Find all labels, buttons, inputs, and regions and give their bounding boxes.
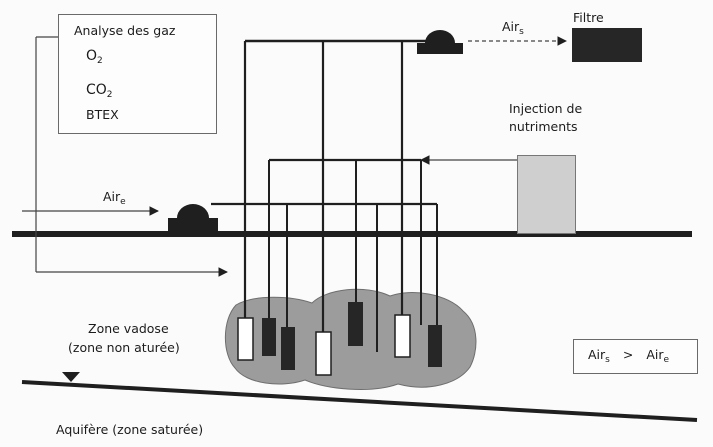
air-in-main: Air (103, 189, 121, 204)
ground-surface (12, 231, 692, 237)
air-out-main: Air (502, 19, 520, 34)
screen-extraction-1 (237, 317, 254, 361)
extraction-pump-icon (417, 30, 463, 54)
nutrient-label-line2: nutriments (509, 119, 578, 134)
nutrient-tank (517, 155, 576, 234)
vadose-zone-title: Zone vadose (88, 321, 169, 336)
comparison-left-sub: s (605, 355, 610, 365)
air-in-sub: e (120, 197, 126, 207)
air-in-label: Aire (103, 189, 126, 207)
comparison-box (573, 339, 698, 374)
o2-label-main: O (86, 48, 98, 64)
btex-label: BTEX (86, 107, 119, 122)
injection-pump-icon (168, 204, 218, 231)
screen-nutrient-1 (262, 318, 276, 356)
comparison-right-main: Air (646, 347, 664, 362)
nutrient-label-line1: Injection de (509, 101, 583, 116)
screen-extraction-2 (315, 331, 332, 376)
water-table-marker (62, 372, 80, 382)
screen-injection-3 (428, 325, 442, 367)
water-table-line (21, 380, 698, 422)
co2-label-sub: 2 (106, 90, 113, 100)
vadose-zone-subtitle: (zone non aturée) (68, 340, 180, 355)
screen-extraction-3 (394, 314, 411, 358)
comparison-operator: > (622, 347, 634, 362)
co2-label: CO2 (86, 82, 113, 100)
comparison-right-sub: e (663, 355, 670, 365)
o2-label: O2 (86, 48, 103, 66)
comparison-text: Airs > Aire (588, 347, 670, 365)
filter-block (572, 28, 642, 62)
aquifer-label: Aquifère (zone saturée) (56, 422, 204, 437)
co2-label-main: CO (86, 82, 107, 98)
air-out-sub: s (519, 27, 524, 37)
filter-label: Filtre (573, 10, 604, 25)
o2-label-sub: 2 (97, 56, 103, 66)
comparison-left-main: Air (588, 347, 606, 362)
screen-injection-1 (281, 327, 295, 370)
screen-nutrient-2 (348, 302, 363, 346)
gas-analysis-title: Analyse des gaz (74, 23, 176, 38)
air-out-label: Airs (502, 19, 524, 37)
gas-analysis-box (58, 14, 217, 134)
